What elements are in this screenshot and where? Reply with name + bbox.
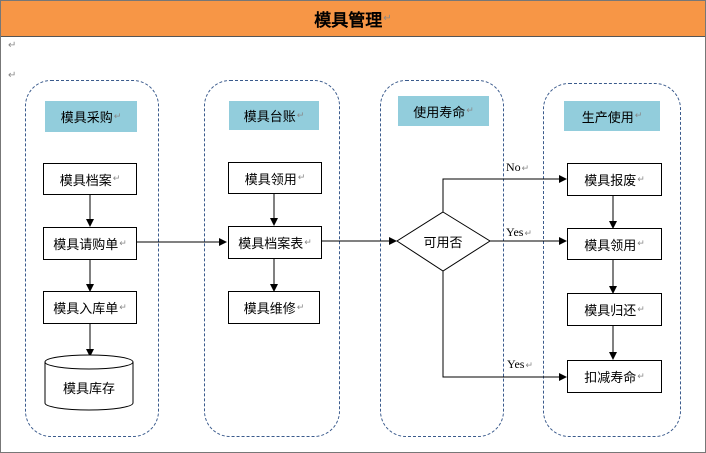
- edge-label-text: Yes: [507, 357, 525, 371]
- paragraph-mark-icon: ↵: [112, 174, 121, 184]
- edge-label-yes-deduct: Yes↵: [507, 357, 533, 372]
- paragraph-mark-icon: ↵: [113, 111, 122, 122]
- edge-decision-yes-to-deduct: [442, 271, 567, 381]
- lane-header-production: 生产使用↵: [564, 101, 660, 131]
- edge-label-yes-issue: Yes↵: [506, 225, 532, 240]
- paragraph-mark-icon: ↵: [637, 371, 645, 382]
- paragraph-mark-icon: ↵: [637, 174, 645, 185]
- node-label: 模具报废: [584, 174, 637, 189]
- node-label: 模具归还: [584, 304, 637, 319]
- lane-header-label: 模具采购: [60, 111, 113, 126]
- decision-available: 可用否: [412, 230, 474, 252]
- paragraph-mark-icon: ↵: [297, 173, 306, 183]
- node-mold-repair: 模具维修↵: [228, 291, 320, 324]
- paragraph-mark-icon: ↵: [383, 13, 392, 24]
- paragraph-mark-icon: ↵: [521, 163, 530, 173]
- node-mold-return: 模具归还↵: [567, 293, 662, 326]
- inventory-cylinder: [44, 354, 134, 411]
- node-label: 模具库存: [62, 381, 115, 397]
- node-mold-scrap: 模具报废↵: [567, 163, 662, 196]
- page-title: 模具管理↵: [1, 1, 705, 37]
- lane-header-life: 使用寿命↵: [398, 96, 489, 126]
- node-label: 模具档案表: [238, 237, 304, 252]
- paragraph-mark-icon: ↵: [8, 40, 17, 51]
- node-label: 模具领用: [584, 238, 637, 254]
- node-label: 模具维修: [243, 302, 296, 317]
- node-purchase-requisition: 模具请购单↵: [43, 227, 137, 260]
- lane-header-purchase: 模具采购↵: [45, 101, 137, 132]
- edge-decision-no-to-scrap: [442, 175, 567, 212]
- paragraph-mark-icon: ↵: [296, 302, 305, 313]
- paragraph-mark-icon: ↵: [119, 302, 127, 313]
- paragraph-mark-icon: ↵: [634, 111, 643, 121]
- lane-header-label: 生产使用: [581, 110, 634, 126]
- paragraph-mark-icon: ↵: [524, 228, 533, 238]
- lane-production: [543, 83, 681, 437]
- edge-label-text: No: [506, 160, 521, 174]
- title-text: 模具管理: [314, 11, 383, 31]
- edge-label-no: No↵: [506, 160, 529, 175]
- lane-header-label: 使用寿命: [413, 105, 466, 121]
- paragraph-mark-icon: ↵: [637, 239, 645, 249]
- node-label: 扣减寿命: [584, 371, 637, 386]
- node-label: 模具请购单: [53, 238, 119, 253]
- lane-life: [380, 80, 504, 437]
- lane-header-ledger: 模具台账↵: [229, 101, 319, 130]
- paragraph-mark-icon: ↵: [466, 106, 474, 116]
- node-mold-archive: 模具档案↵: [43, 163, 137, 195]
- edge-label-text: Yes: [506, 225, 524, 239]
- lane-purchase: [25, 80, 159, 437]
- node-label: 模具领用: [244, 172, 297, 188]
- node-label: 模具档案: [59, 173, 112, 189]
- paragraph-mark-icon: ↵: [637, 304, 645, 315]
- paragraph-mark-icon: ↵: [119, 238, 127, 249]
- lane-header-label: 模具台账: [243, 110, 296, 125]
- node-label: 模具入库单: [53, 302, 119, 317]
- paragraph-mark-icon: ↵: [296, 110, 305, 121]
- node-mold-inventory: 模具库存: [45, 370, 133, 404]
- paragraph-mark-icon: ↵: [8, 70, 17, 81]
- paragraph-mark-icon: ↵: [525, 360, 534, 370]
- node-production-issue: 模具领用↵: [567, 228, 662, 260]
- node-ledger-issue: 模具领用↵: [228, 162, 322, 194]
- decision-label: 可用否: [423, 235, 463, 251]
- node-archive-table: 模具档案表↵: [228, 226, 322, 259]
- lane-ledger: [204, 80, 340, 437]
- node-inbound-receipt: 模具入库单↵: [43, 291, 137, 324]
- paragraph-mark-icon: ↵: [304, 237, 312, 248]
- node-deduct-life: 扣减寿命↵: [567, 360, 662, 393]
